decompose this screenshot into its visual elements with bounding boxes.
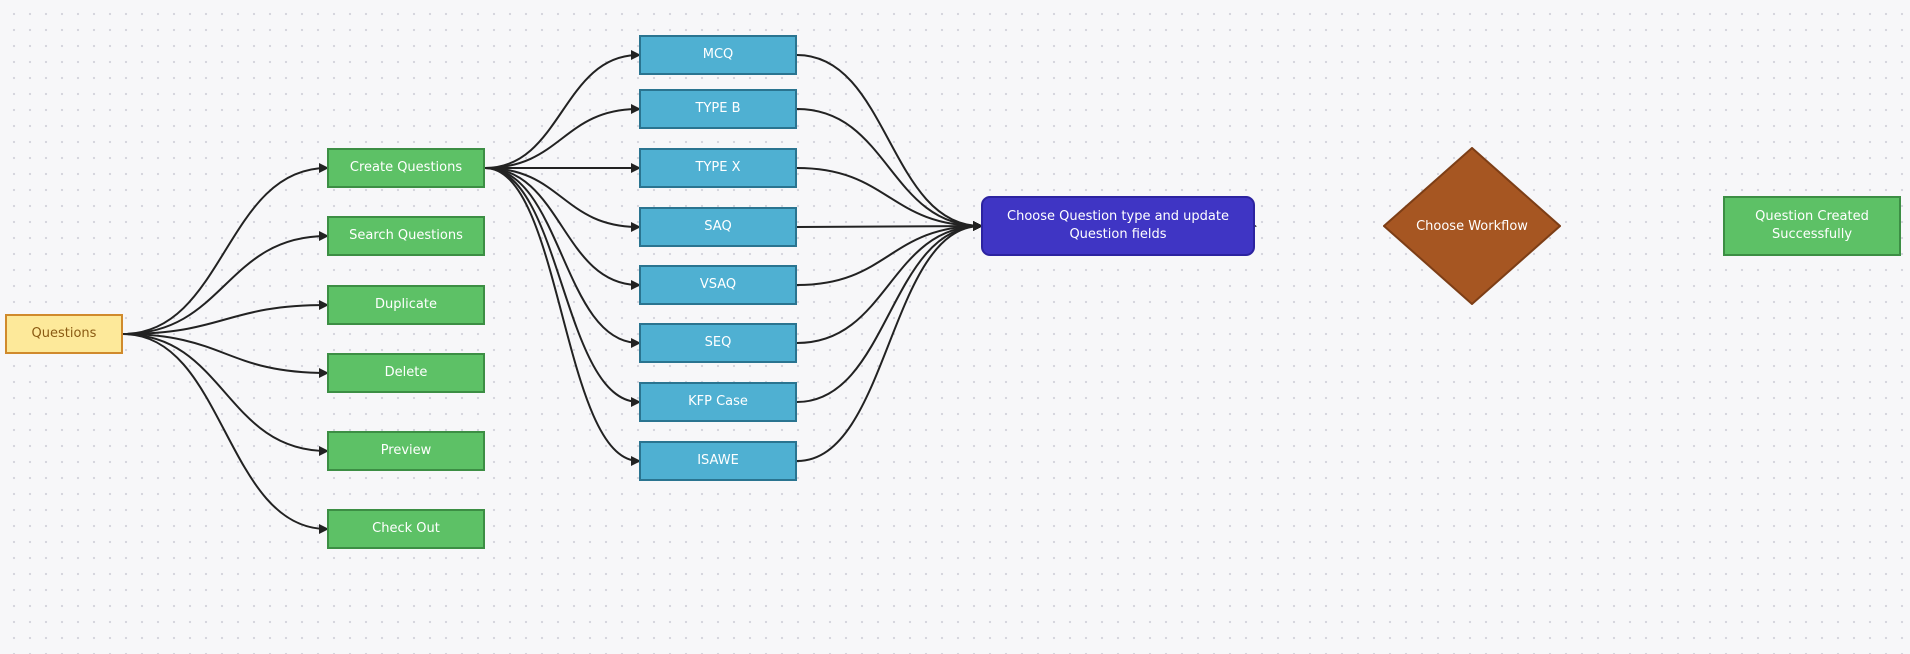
edge-isawe-to-process	[796, 221, 983, 462]
edge-create-to-mcq	[484, 50, 641, 169]
preview-label: Preview	[380, 443, 432, 458]
questions-node-label: Questions	[31, 326, 97, 341]
edge-vsaq-to-process	[796, 221, 983, 286]
edge-create-to-saq	[484, 167, 641, 232]
create-questions-label: Create Questions	[349, 160, 463, 175]
saq-label: SAQ	[704, 219, 732, 234]
type-x-label: TYPE X	[695, 160, 741, 175]
edge-create-to-vsaq	[484, 167, 641, 290]
edge-mcq-to-process	[796, 54, 983, 231]
kfp-case-node[interactable]: KFP Case	[639, 382, 797, 422]
type-x-node[interactable]: TYPE X	[639, 148, 797, 188]
edge-root-to-checkout	[122, 333, 329, 534]
seq-node[interactable]: SEQ	[639, 323, 797, 363]
questions-node[interactable]: Questions	[5, 314, 123, 354]
edge-typex-to-process	[796, 167, 983, 231]
edge-create-to-typeb	[484, 104, 641, 169]
delete-label: Delete	[384, 365, 428, 380]
vsaq-node[interactable]: VSAQ	[639, 265, 797, 305]
question-created-node[interactable]: Question Created Successfully	[1723, 196, 1901, 256]
check-out-label: Check Out	[372, 521, 440, 536]
search-questions-node[interactable]: Search Questions	[327, 216, 485, 256]
mcq-label: MCQ	[702, 47, 734, 62]
preview-node[interactable]: Preview	[327, 431, 485, 471]
edge-root-to-create	[122, 163, 329, 335]
edge-create-to-isawe	[484, 167, 641, 466]
edge-create-to-seq	[484, 167, 641, 348]
check-out-node[interactable]: Check Out	[327, 509, 485, 549]
delete-node[interactable]: Delete	[327, 353, 485, 393]
isawe-node[interactable]: ISAWE	[639, 441, 797, 481]
choose-question-type-node[interactable]: Choose Question type and update Question…	[981, 196, 1255, 256]
kfp-case-label: KFP Case	[688, 394, 748, 409]
edge-root-to-preview	[122, 333, 329, 456]
edge-kfp-to-process	[796, 221, 983, 403]
choose-workflow-decision[interactable]	[1383, 147, 1561, 305]
edge-root-to-duplicate	[122, 300, 329, 335]
edge-seq-to-process	[796, 221, 983, 344]
vsaq-label: VSAQ	[699, 277, 737, 292]
mcq-node[interactable]: MCQ	[639, 35, 797, 75]
duplicate-node[interactable]: Duplicate	[327, 285, 485, 325]
duplicate-label: Duplicate	[375, 297, 437, 312]
saq-node[interactable]: SAQ	[639, 207, 797, 247]
type-b-node[interactable]: TYPE B	[639, 89, 797, 129]
choose-question-type-label-line2: Question fields	[1069, 227, 1167, 242]
edge-root-to-search	[122, 231, 329, 335]
isawe-label: ISAWE	[697, 453, 739, 468]
question-created-label-line1: Question Created	[1755, 209, 1869, 224]
choose-question-type-label-line1: Choose Question type and update	[1007, 209, 1229, 224]
create-questions-node[interactable]: Create Questions	[327, 148, 485, 188]
edge-saq-to-process	[796, 221, 983, 232]
edge-create-to-kfp	[484, 167, 641, 407]
edge-root-to-delete	[122, 333, 329, 378]
type-b-label: TYPE B	[695, 101, 741, 116]
edge-typeb-to-process	[796, 108, 983, 231]
seq-label: SEQ	[704, 335, 732, 350]
search-questions-label: Search Questions	[349, 228, 463, 243]
question-created-label-line2: Successfully	[1771, 227, 1853, 242]
